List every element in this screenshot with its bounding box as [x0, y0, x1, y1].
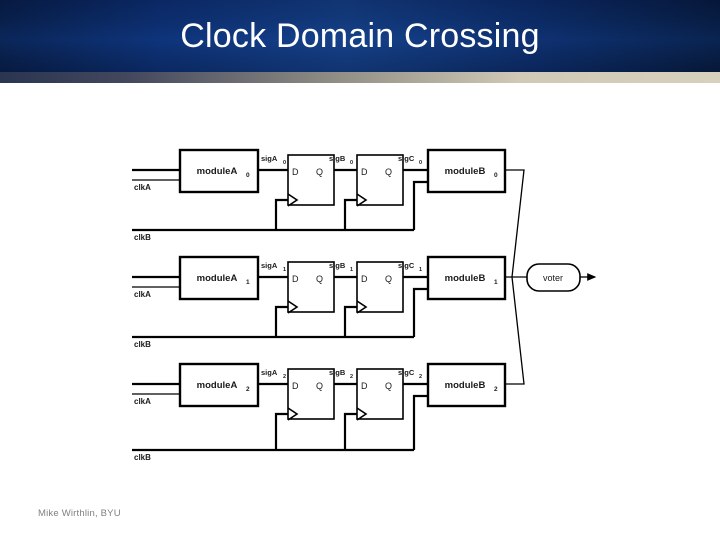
row2-sigc-label: sigC	[398, 368, 415, 377]
row1-moduleb-clkb-wire	[412, 287, 428, 337]
row0-sigb-label: sigB	[329, 154, 346, 163]
row0-sigc-label: sigC	[398, 154, 415, 163]
row1-modulea-subscript: 1	[246, 279, 250, 286]
row2-ff1-q-label: Q	[316, 381, 323, 391]
row1-ff1-q-label: Q	[316, 274, 323, 284]
row2-sigb-subscript: 2	[350, 374, 353, 380]
row1-ff2-d-label: D	[361, 274, 368, 284]
row0-ff1-d-label: D	[292, 167, 299, 177]
row0-modulea-label: moduleA	[197, 166, 238, 177]
row1-ff1-clkb-stub	[274, 305, 288, 337]
banner-accent-divider	[0, 72, 720, 83]
row2-clkb-label: clkB	[134, 453, 151, 462]
row2-ff1-d-label: D	[292, 381, 299, 391]
row2-ff1-clock-triangle	[287, 407, 299, 421]
row1-modulea-label: moduleA	[197, 273, 238, 284]
row2-ff2-q-label: Q	[385, 381, 392, 391]
row1-ff1-d-label: D	[292, 274, 299, 284]
row2-ff2-clock-triangle	[356, 407, 368, 421]
title-banner	[0, 0, 720, 72]
row2-ff2-box	[356, 368, 404, 420]
row2-ff1-clkb-stub	[274, 412, 288, 450]
row2-modulea-label: moduleA	[197, 380, 238, 391]
row0-ff1-clock-triangle	[287, 193, 299, 207]
row2-moduleb-subscript: 2	[494, 386, 498, 393]
channel-row-1: moduleA 1 sigA 1 D Q sigB 1 D Q si	[132, 255, 527, 349]
row0-moduleb-box	[426, 148, 507, 194]
row0-siga-label: sigA	[261, 154, 278, 163]
row2-ff2-d-label: D	[361, 381, 368, 391]
row2-moduleb-clkb-wire	[412, 394, 428, 450]
row1-siga-subscript: 1	[283, 267, 286, 273]
row0-sigb-subscript: 0	[350, 160, 353, 166]
row1-moduleb-box	[426, 255, 507, 301]
row1-ff2-box	[356, 261, 404, 313]
row0-siga-subscript: 0	[283, 160, 286, 166]
voter-label: voter	[543, 273, 563, 283]
row1-sigb-label: sigB	[329, 261, 346, 270]
row1-clka-label: clkA	[134, 290, 151, 299]
row0-ff2-clock-triangle	[356, 193, 368, 207]
voter-block: voter	[526, 263, 597, 292]
channel-row-0: moduleA 0 sigA 0 D Q sigB 0 D Q	[132, 148, 525, 278]
row2-moduleb-box	[426, 362, 507, 408]
row2-ff2-clkb-stub	[343, 412, 357, 450]
row0-clka-label: clkA	[134, 183, 151, 192]
channel-row-2: moduleA 2 sigA 2 D Q sigB 2 D Q si	[132, 276, 525, 462]
row0-ff2-d-label: D	[361, 167, 368, 177]
row0-ff2-clkb-stub	[343, 198, 357, 230]
row2-modulea-subscript: 2	[246, 386, 250, 393]
row0-ff2-box	[356, 154, 404, 206]
row0-ff2-q-label: Q	[385, 167, 392, 177]
row2-voter-feed-wire	[505, 276, 525, 385]
row0-modulea-subscript: 0	[246, 172, 250, 179]
row2-siga-label: sigA	[261, 368, 278, 377]
row1-sigc-label: sigC	[398, 261, 415, 270]
row0-moduleb-clkb-wire	[412, 180, 428, 230]
row1-ff1-box	[287, 261, 335, 313]
row1-sigc-subscript: 1	[419, 267, 422, 273]
row2-modulea-box	[178, 362, 260, 408]
row0-clkb-label: clkB	[134, 233, 151, 242]
row1-sigb-subscript: 1	[350, 267, 353, 273]
row2-sigc-subscript: 2	[419, 374, 422, 380]
row0-sigc-subscript: 0	[419, 160, 422, 166]
row1-ff2-q-label: Q	[385, 274, 392, 284]
row2-ff1-box	[287, 368, 335, 420]
row1-siga-label: sigA	[261, 261, 278, 270]
author-footer: Mike Wirthlin, BYU	[38, 508, 121, 519]
row1-ff2-clkb-stub	[343, 305, 357, 337]
row1-moduleb-subscript: 1	[494, 279, 498, 286]
row1-moduleb-label: moduleB	[445, 273, 486, 284]
row1-clkb-label: clkB	[134, 340, 151, 349]
row0-ff1-q-label: Q	[316, 167, 323, 177]
row2-siga-subscript: 2	[283, 374, 286, 380]
page-title: Clock Domain Crossing	[180, 16, 540, 55]
row2-clka-label: clkA	[134, 397, 151, 406]
row1-ff1-clock-triangle	[287, 300, 299, 314]
row0-voter-feed-wire	[505, 169, 525, 278]
row0-ff1-clkb-stub	[274, 198, 288, 230]
row1-ff2-clock-triangle	[356, 300, 368, 314]
row0-moduleb-subscript: 0	[494, 172, 498, 179]
row2-sigb-label: sigB	[329, 368, 346, 377]
row0-moduleb-label: moduleB	[445, 166, 486, 177]
row0-ff1-box	[287, 154, 335, 206]
row2-moduleb-label: moduleB	[445, 380, 486, 391]
